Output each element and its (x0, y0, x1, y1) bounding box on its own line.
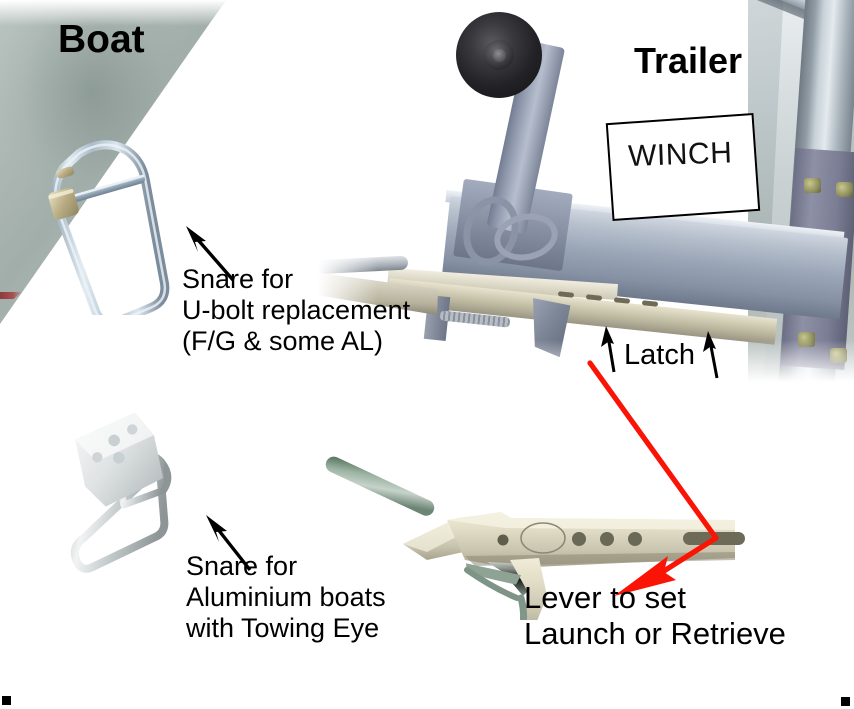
snare-aluminium-caption: Snare for Aluminium boats with Towing Ey… (186, 551, 386, 643)
snare-aluminium-photo (70, 412, 172, 573)
snare-ubolt-caption: Snare for U-bolt replacement (F/G & some… (182, 264, 411, 356)
trailer-title: Trailer (634, 40, 743, 81)
mount-bolt (804, 178, 821, 193)
winch-callout-box: WINCH (605, 112, 761, 222)
latch-label: Latch (624, 339, 695, 371)
trailer-photo-bottom-fade (318, 340, 854, 398)
lever-caption: Lever to set Launch or Retrieve (524, 580, 786, 651)
registration-mark-bottom-left (2, 696, 11, 705)
registration-mark-bottom-right (841, 697, 850, 706)
bow-roller-pin (493, 49, 506, 62)
boat-photo-top-fade (0, 0, 226, 26)
trailer-photo-left-fade (318, 0, 378, 398)
trailer-winch-photo (318, 0, 854, 398)
mount-bolt (836, 182, 853, 197)
winch-label: WINCH (627, 136, 733, 173)
snare-ubolt-photo (48, 140, 170, 315)
boat-title: Boat (58, 18, 145, 61)
boat-hull-red-trim (0, 292, 22, 299)
